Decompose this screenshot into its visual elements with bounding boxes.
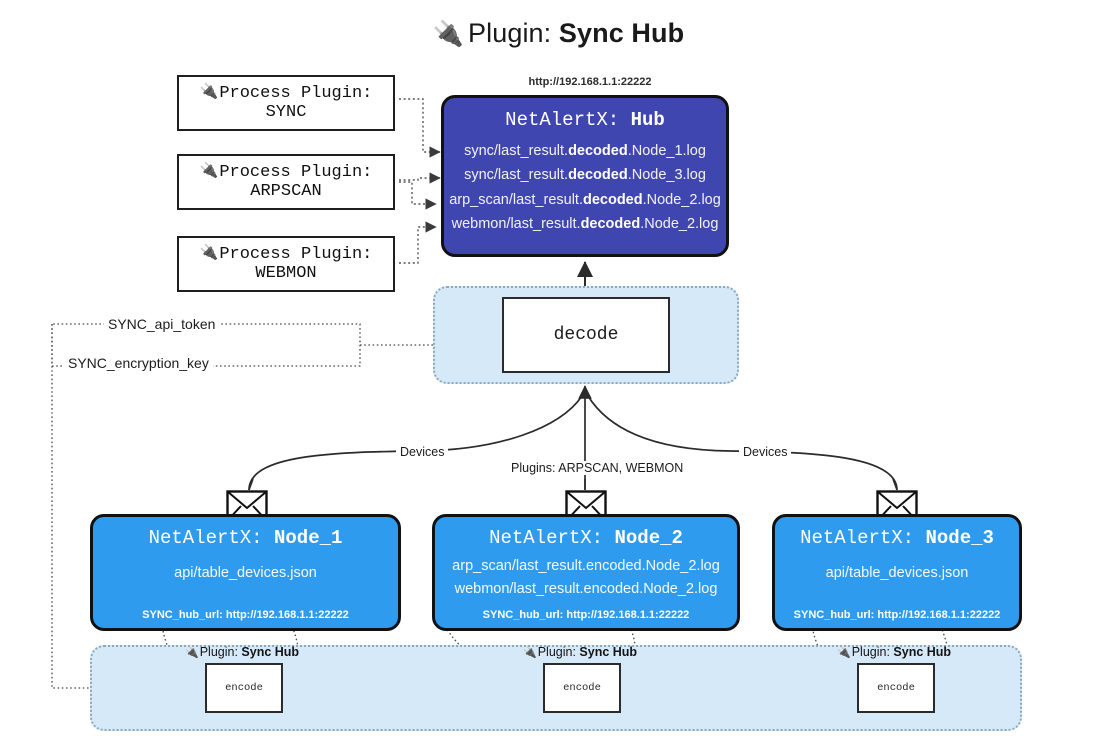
hub-log-line: arp_scan/last_result.decoded.Node_2.log: [449, 191, 721, 208]
hub-title: NetAlertX: Hub: [444, 109, 726, 131]
hub-log-line: sync/last_result.decoded.Node_3.log: [464, 167, 706, 184]
plug-icon: 🔌: [199, 245, 219, 263]
process-plugin-webmon[interactable]: 🔌Process Plugin: WEBMON: [177, 236, 395, 292]
node-title: NetAlertX: Node_3: [800, 527, 994, 549]
encode-box[interactable]: encode: [543, 663, 621, 713]
encode-plugin-label: 🔌Plugin: Sync Hub: [523, 645, 638, 659]
process-plugin-label: Process Plugin:: [219, 83, 373, 103]
plug-icon: 🔌: [523, 647, 537, 659]
node-line: webmon/last_result.encoded.Node_2.log: [454, 581, 718, 598]
encode-box[interactable]: encode: [857, 663, 935, 713]
decode-box[interactable]: decode: [502, 297, 670, 373]
node-hub-url: SYNC_hub_url: http://192.168.1.1:22222: [793, 609, 1001, 621]
node-title: NetAlertX: Node_1: [148, 527, 343, 549]
node-line: arp_scan/last_result.encoded.Node_2.log: [452, 558, 720, 574]
hub-node[interactable]: NetAlertX: Hub sync/last_result.decoded.…: [441, 95, 729, 257]
process-plugin-name: SYNC: [265, 103, 307, 122]
hub-title-prefix: NetAlertX:: [505, 109, 620, 131]
encode-plugin-label: 🔌Plugin: Sync Hub: [185, 645, 300, 659]
node-hub-url: SYNC_hub_url: http://192.168.1.1:22222: [142, 609, 349, 621]
node-line: api/table_devices.json: [174, 565, 317, 581]
node-node-2[interactable]: NetAlertX: Node_2 arp_scan/last_result.e…: [432, 514, 740, 631]
process-plugin-label: Process Plugin:: [219, 244, 373, 264]
edge-label-devices-left: Devices: [396, 445, 449, 459]
plug-icon: 🔌: [199, 163, 219, 181]
plug-icon: 🔌: [185, 647, 199, 659]
node-node-1[interactable]: NetAlertX: Node_1 api/table_devices.json…: [90, 514, 401, 631]
page-title: 🔌Plugin: Sync Hub: [0, 18, 1117, 49]
hub-log-list: sync/last_result.decoded.Node_1.log sync…: [444, 139, 726, 236]
node-hub-url: SYNC_hub_url: http://192.168.1.1:22222: [482, 609, 690, 621]
encode-box[interactable]: encode: [205, 663, 283, 713]
edge-label-devices-right: Devices: [739, 445, 792, 459]
plug-icon: 🔌: [199, 84, 219, 102]
encode-plugin-label: 🔌Plugin: Sync Hub: [837, 645, 952, 659]
node-line: api/table_devices.json: [825, 565, 969, 581]
secret-label-api-token: SYNC_api_token: [104, 316, 220, 332]
process-plugin-name: WEBMON: [255, 264, 317, 283]
secret-label-encryption-key: SYNC_encryption_key: [64, 355, 213, 371]
page-title-prefix: Plugin:: [468, 18, 552, 48]
node-line-list: api/table_devices.json: [775, 562, 1019, 585]
hub-url-label: http://192.168.1.1:22222: [528, 76, 652, 88]
process-plugin-sync[interactable]: 🔌Process Plugin: SYNC: [177, 75, 395, 131]
node-line-list: api/table_devices.json: [93, 562, 398, 585]
hub-title-name: Hub: [630, 109, 665, 131]
node-node-3[interactable]: NetAlertX: Node_3 api/table_devices.json…: [772, 514, 1022, 631]
node-title: NetAlertX: Node_2: [489, 527, 683, 549]
plug-icon: 🔌: [837, 647, 851, 659]
edge-label-plugins: Plugins: ARPSCAN, WEBMON: [507, 461, 688, 475]
hub-log-line: webmon/last_result.decoded.Node_2.log: [451, 216, 719, 233]
page-title-name: Sync Hub: [558, 18, 685, 48]
process-plugin-name: ARPSCAN: [250, 182, 322, 201]
node-line-list: arp_scan/last_result.encoded.Node_2.log …: [435, 555, 737, 602]
plug-icon: 🔌: [432, 20, 465, 48]
hub-log-line: sync/last_result.decoded.Node_1.log: [464, 143, 706, 159]
process-plugin-arpscan[interactable]: 🔌Process Plugin: ARPSCAN: [177, 154, 395, 210]
process-plugin-label: Process Plugin:: [219, 162, 373, 182]
